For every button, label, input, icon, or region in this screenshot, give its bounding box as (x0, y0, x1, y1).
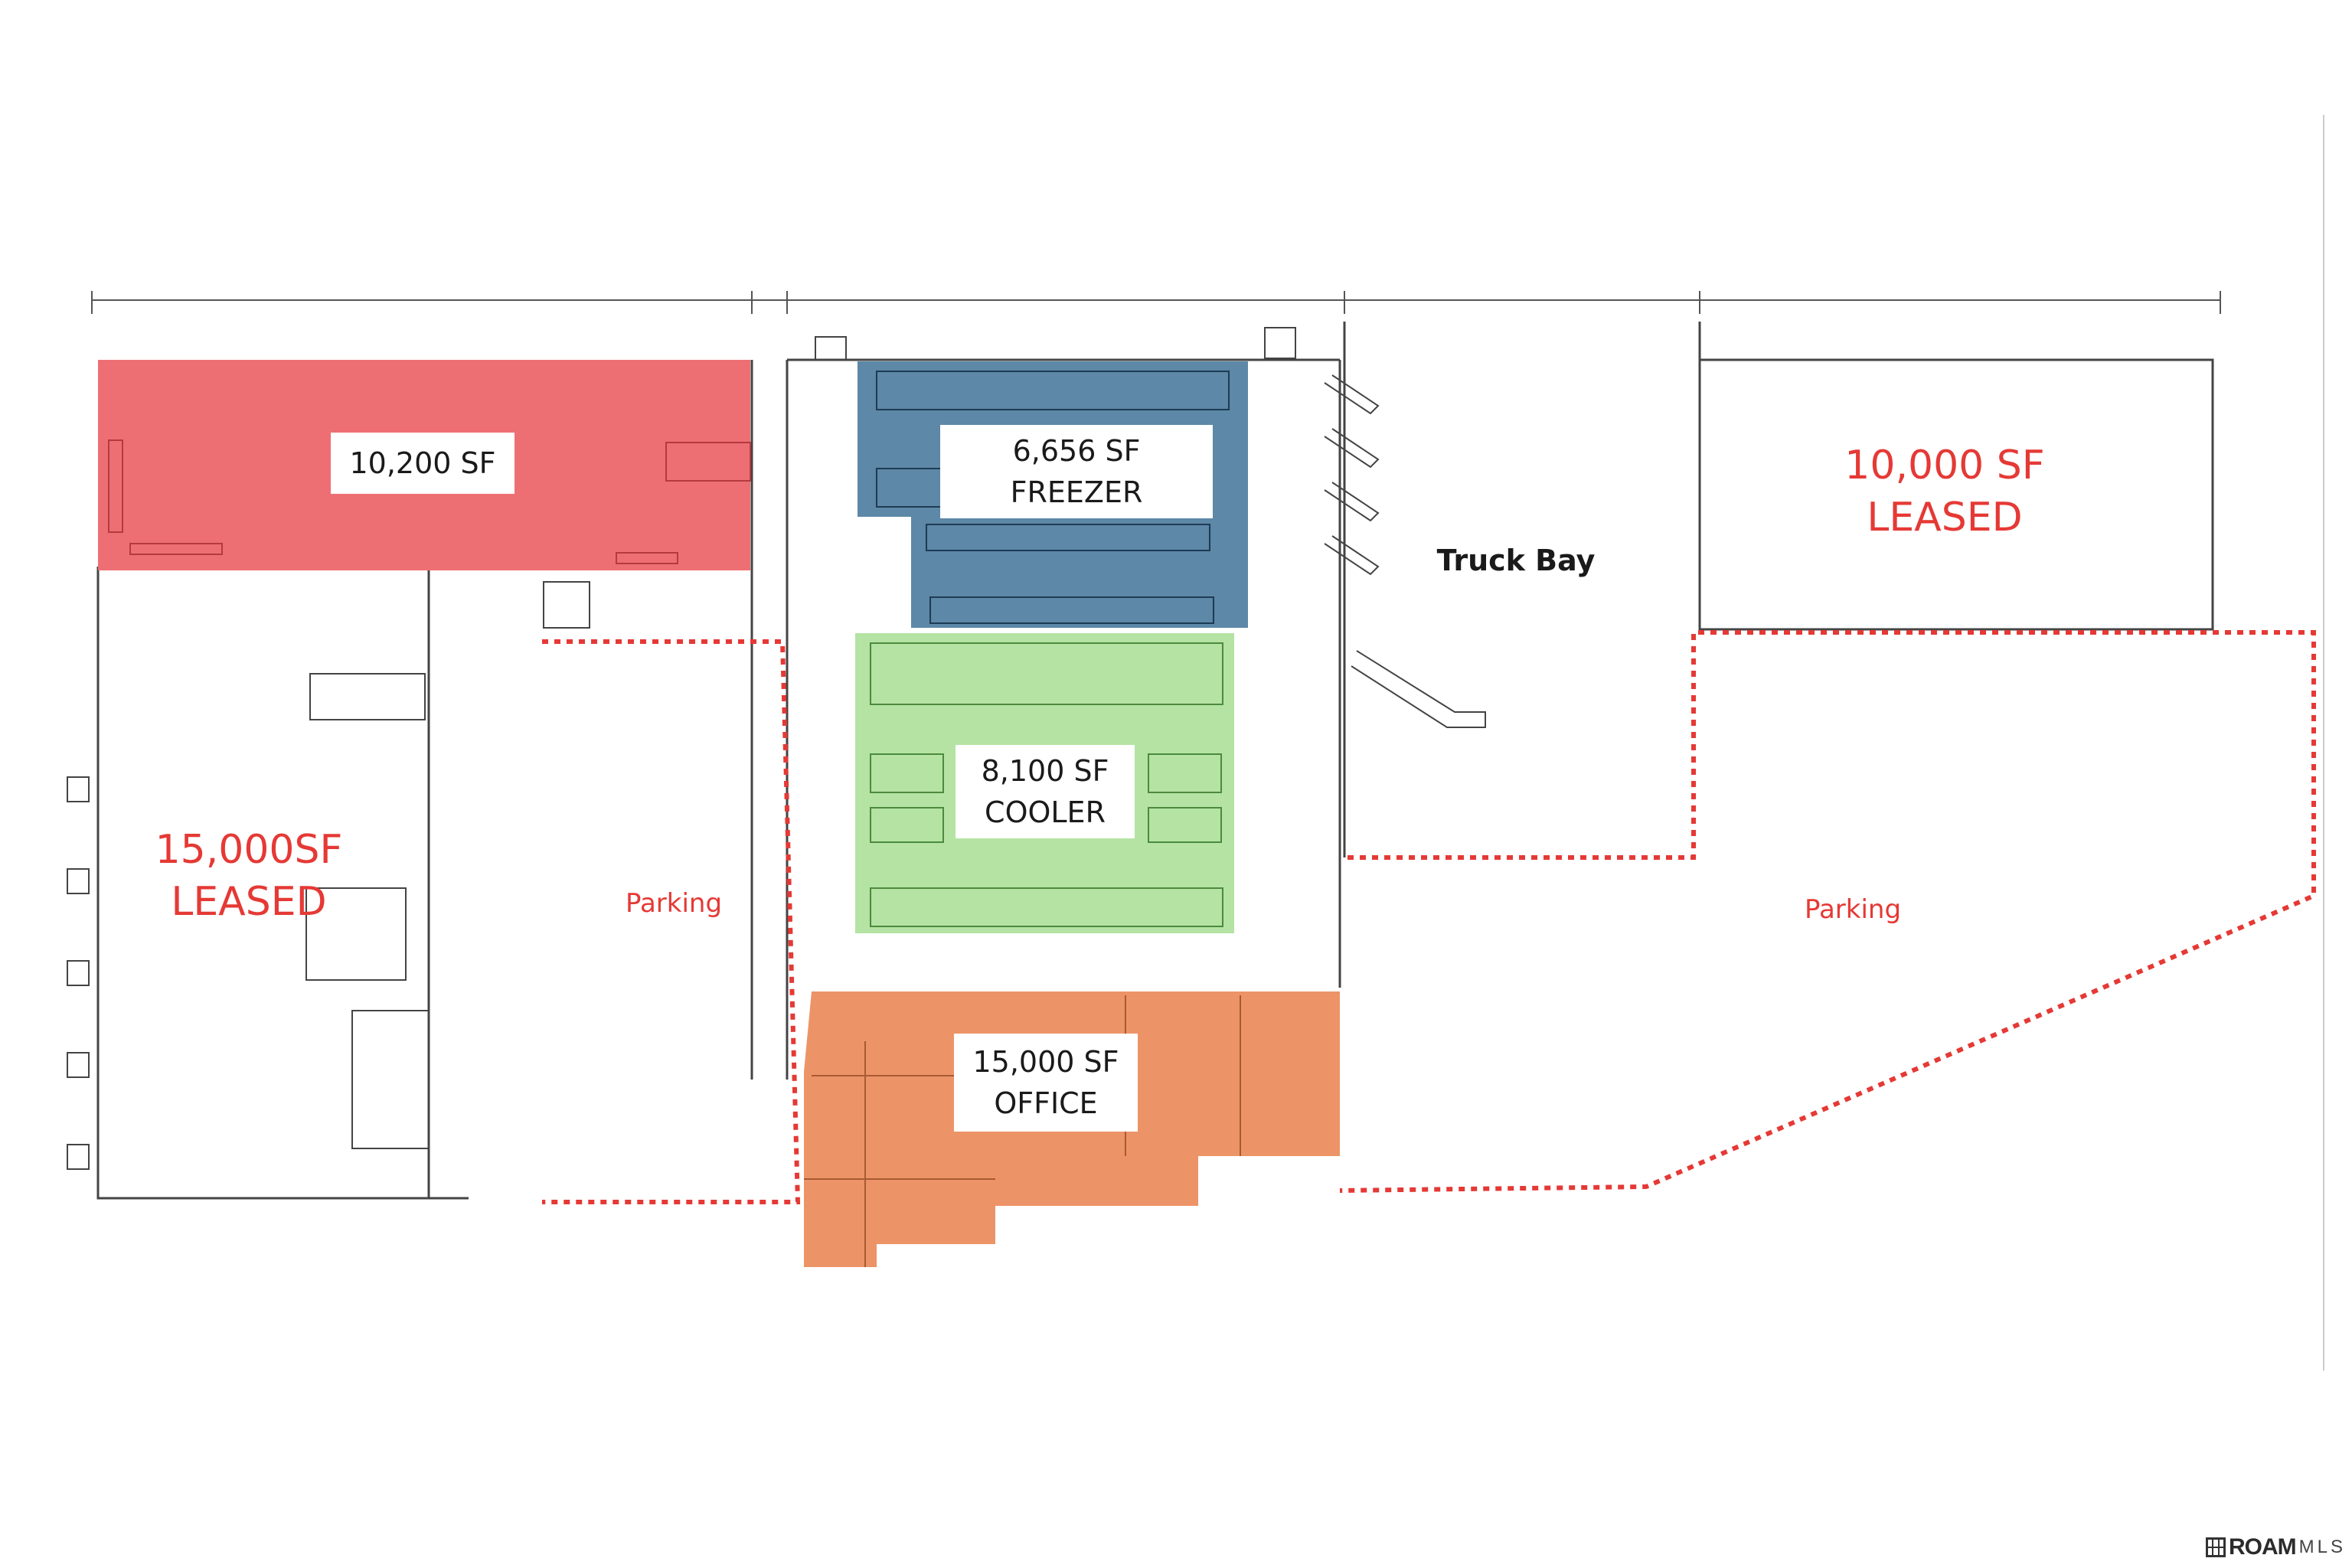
logo-text-strong: ROAM (2228, 1534, 2297, 1560)
dimension-line (91, 291, 2221, 314)
leased-right-label: 10,000 SF LEASED (1830, 439, 2060, 544)
leased-left-label: 15,000SF LEASED (138, 824, 360, 928)
cooler-label: 8,100 SF COOLER (956, 745, 1135, 838)
zone-red-details (108, 439, 751, 564)
cooler-name: COOLER (985, 795, 1106, 829)
fixtures (67, 327, 1486, 1170)
leased-right-area: 10,000 SF (1844, 443, 2045, 488)
freezer-label: 6,656 SF FREEZER (940, 425, 1213, 518)
red-zone-area: 10,200 SF (349, 446, 496, 480)
office-name: OFFICE (994, 1086, 1098, 1120)
leased-left-area: 15,000SF (155, 827, 343, 873)
office-label: 15,000 SF OFFICE (954, 1034, 1138, 1132)
leased-left-status: LEASED (171, 879, 327, 925)
cooler-area: 8,100 SF (981, 754, 1109, 788)
leased-right-status: LEASED (1867, 495, 2023, 541)
red-zone-label: 10,200 SF (331, 433, 514, 494)
logo-text-light: MLS (2298, 1537, 2346, 1557)
parking-left-label: Parking (625, 888, 723, 919)
parking-outline (542, 630, 2316, 1204)
freezer-name: FREEZER (1010, 475, 1143, 509)
roam-mls-logo: ROAM MLS (2205, 1534, 2346, 1560)
freezer-area: 6,656 SF (1012, 434, 1141, 468)
office-area: 15,000 SF (972, 1045, 1119, 1079)
building-icon (2205, 1537, 2226, 1557)
truck-bay-label: Truck Bay (1436, 544, 1596, 577)
parking-right-label: Parking (1804, 894, 1902, 925)
